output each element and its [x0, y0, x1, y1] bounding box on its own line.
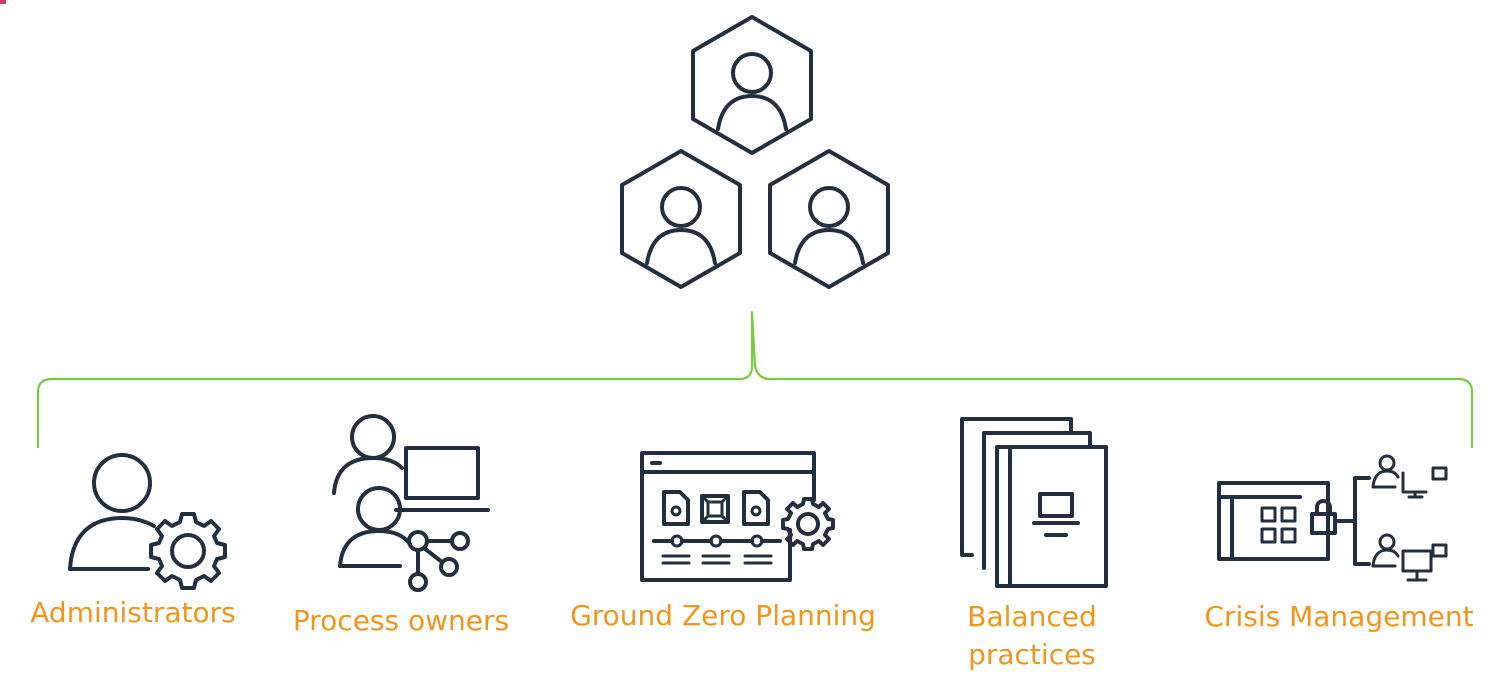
dashboard-lock-users-icon: [1217, 454, 1448, 582]
hexagon-user-right-icon: [768, 149, 890, 289]
grouping-bracket: [36, 310, 1474, 449]
label-administrators: Administrators: [30, 596, 236, 629]
users-laptop-network-icon: [332, 414, 490, 592]
team-hexagons-icon: [620, 15, 890, 289]
hexagon-user-top-icon: [691, 15, 813, 155]
label-balanced-practices: Balanced practices: [967, 600, 1097, 671]
corner-accent-mark: [0, 0, 6, 4]
stacked-documents-monitor-icon: [960, 417, 1108, 588]
window-workflow-gear-icon: [640, 451, 835, 582]
user-gear-icon: [68, 453, 227, 590]
label-ground-zero-planning: Ground Zero Planning: [570, 599, 876, 632]
label-process-owners: Process owners: [292, 604, 510, 637]
hexagon-user-left-icon: [620, 149, 742, 289]
label-crisis-management: Crisis Management: [1204, 600, 1474, 633]
